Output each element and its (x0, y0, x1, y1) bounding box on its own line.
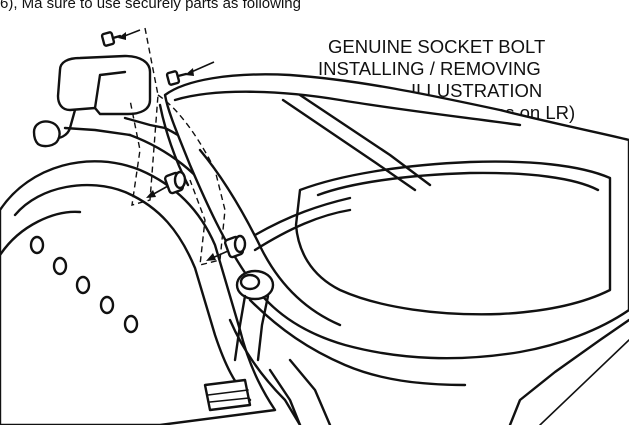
cover-hole (75, 275, 91, 295)
seat (158, 73, 629, 425)
side-cover (0, 160, 302, 425)
caption-line-1: GENUINE SOCKET BOLT (328, 36, 546, 57)
socket-bolt-3 (146, 170, 187, 198)
cover-hole (123, 314, 139, 334)
socket-bolt-4 (206, 234, 247, 261)
socket-bolt-1 (100, 29, 141, 47)
bolt-guide-dashes (129, 27, 226, 266)
cover-hole (29, 235, 45, 255)
caption-line-2: INSTALLING / REMOVING (318, 58, 541, 79)
side-cover-holes (29, 235, 139, 334)
shock-absorber (203, 269, 275, 412)
grab-handle (32, 54, 167, 148)
caption-line-3: ILLUSTRATION (411, 80, 543, 101)
top-caption: 6), Ma sure to use securely parts as fol… (0, 0, 301, 12)
cover-hole (99, 295, 115, 315)
socket-bolt-2 (165, 61, 215, 86)
cover-hole (52, 256, 68, 276)
